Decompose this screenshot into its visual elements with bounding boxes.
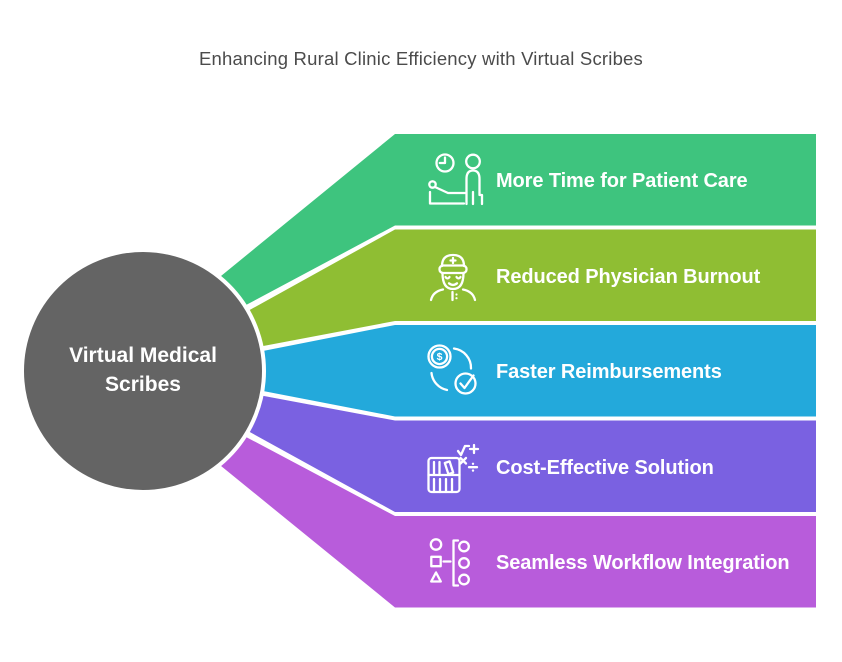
band-ribbon bbox=[198, 134, 817, 318]
band-ribbon bbox=[225, 229, 817, 352]
center-circle-label: Virtual Medical Scribes bbox=[69, 344, 217, 396]
center-circle bbox=[20, 248, 266, 494]
band-group-patient-care: More Time for Patient Care bbox=[198, 134, 817, 318]
band-label: Seamless Workflow Integration bbox=[496, 552, 789, 574]
band-ribbon bbox=[236, 325, 817, 417]
band-group-cost-effective: Cost-Effective Solution bbox=[225, 390, 817, 512]
page-title: Enhancing Rural Clinic Efficiency with V… bbox=[198, 48, 644, 69]
band-group-physician-burnout: Reduced Physician Burnout bbox=[225, 229, 817, 352]
band-group-reimbursements: Faster Reimbursements bbox=[236, 325, 817, 417]
band-label: Faster Reimbursements bbox=[496, 361, 722, 383]
band-label: Reduced Physician Burnout bbox=[496, 266, 761, 288]
band-label: Cost-Effective Solution bbox=[496, 457, 714, 479]
band-group-workflow-integration: Seamless Workflow Integration bbox=[198, 424, 817, 608]
band-ribbon bbox=[225, 390, 817, 512]
band-label: More Time for Patient Care bbox=[496, 170, 748, 192]
band-ribbon bbox=[198, 424, 817, 608]
